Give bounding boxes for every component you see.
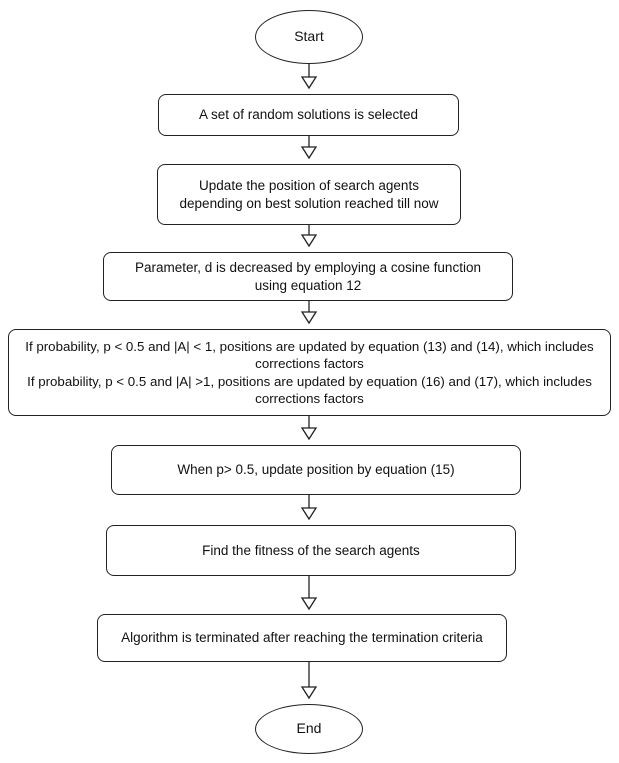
step-1-text: A set of random solutions is selected	[198, 107, 419, 123]
arrow-step7-to-end	[300, 662, 318, 700]
arrow-step6-to-step7	[300, 576, 318, 611]
step-2-text: Update the position of search agents dep…	[179, 178, 439, 211]
step-update-by-equation-15: When p> 0.5, update position by equation…	[111, 445, 521, 495]
step-find-fitness: Find the fitness of the search agents	[106, 525, 516, 576]
step-4-text: If probability, p < 0.5 and |A| < 1, pos…	[25, 339, 594, 406]
arrow-step1-to-step2	[300, 136, 318, 160]
step-decrease-parameter: Parameter, d is decreased by employing a…	[103, 252, 513, 301]
step-select-random-solutions: A set of random solutions is selected	[158, 94, 459, 136]
step-3-text: Parameter, d is decreased by employing a…	[135, 260, 481, 293]
arrow-step3-to-step4	[300, 301, 318, 325]
end-label: End	[296, 720, 322, 737]
arrow-step4-to-step5	[300, 416, 318, 441]
step-5-text: When p> 0.5, update position by equation…	[177, 462, 455, 478]
arrow-step2-to-step3	[300, 225, 318, 248]
step-termination-check: Algorithm is terminated after reaching t…	[97, 614, 507, 662]
arrow-start-to-step1	[300, 64, 318, 90]
step-update-agent-positions: Update the position of search agents dep…	[157, 164, 461, 225]
step-7-text: Algorithm is terminated after reaching t…	[121, 630, 483, 646]
start-terminal: Start	[255, 10, 363, 64]
start-label: Start	[294, 28, 324, 45]
arrow-step5-to-step6	[300, 495, 318, 521]
step-probability-update: If probability, p < 0.5 and |A| < 1, pos…	[8, 329, 611, 416]
step-6-text: Find the fitness of the search agents	[202, 542, 420, 558]
end-terminal: End	[255, 704, 363, 754]
